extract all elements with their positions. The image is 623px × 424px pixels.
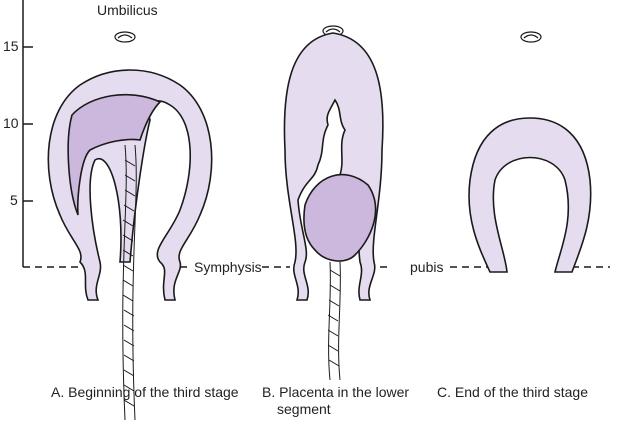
caption-b-line2: segment (277, 401, 331, 417)
height-axis (22, 0, 33, 267)
pubis-label: pubis (410, 259, 444, 275)
tick-15: 15 (3, 38, 19, 54)
umbilicus-icon (114, 25, 542, 43)
uterus-b (283, 32, 384, 381)
caption-c: C. End of the third stage (437, 384, 588, 400)
umbilicus-label: Umbilicus (97, 2, 158, 18)
symphysis-label: Symphysis (194, 259, 262, 275)
caption-b-line1: B. Placenta in the lower (262, 384, 410, 400)
tick-10: 10 (3, 115, 19, 131)
uterus-a (47, 69, 213, 421)
tick-5: 5 (10, 192, 18, 208)
uterus-c (468, 117, 592, 273)
caption-a: A. Beginning of the third stage (51, 384, 239, 400)
